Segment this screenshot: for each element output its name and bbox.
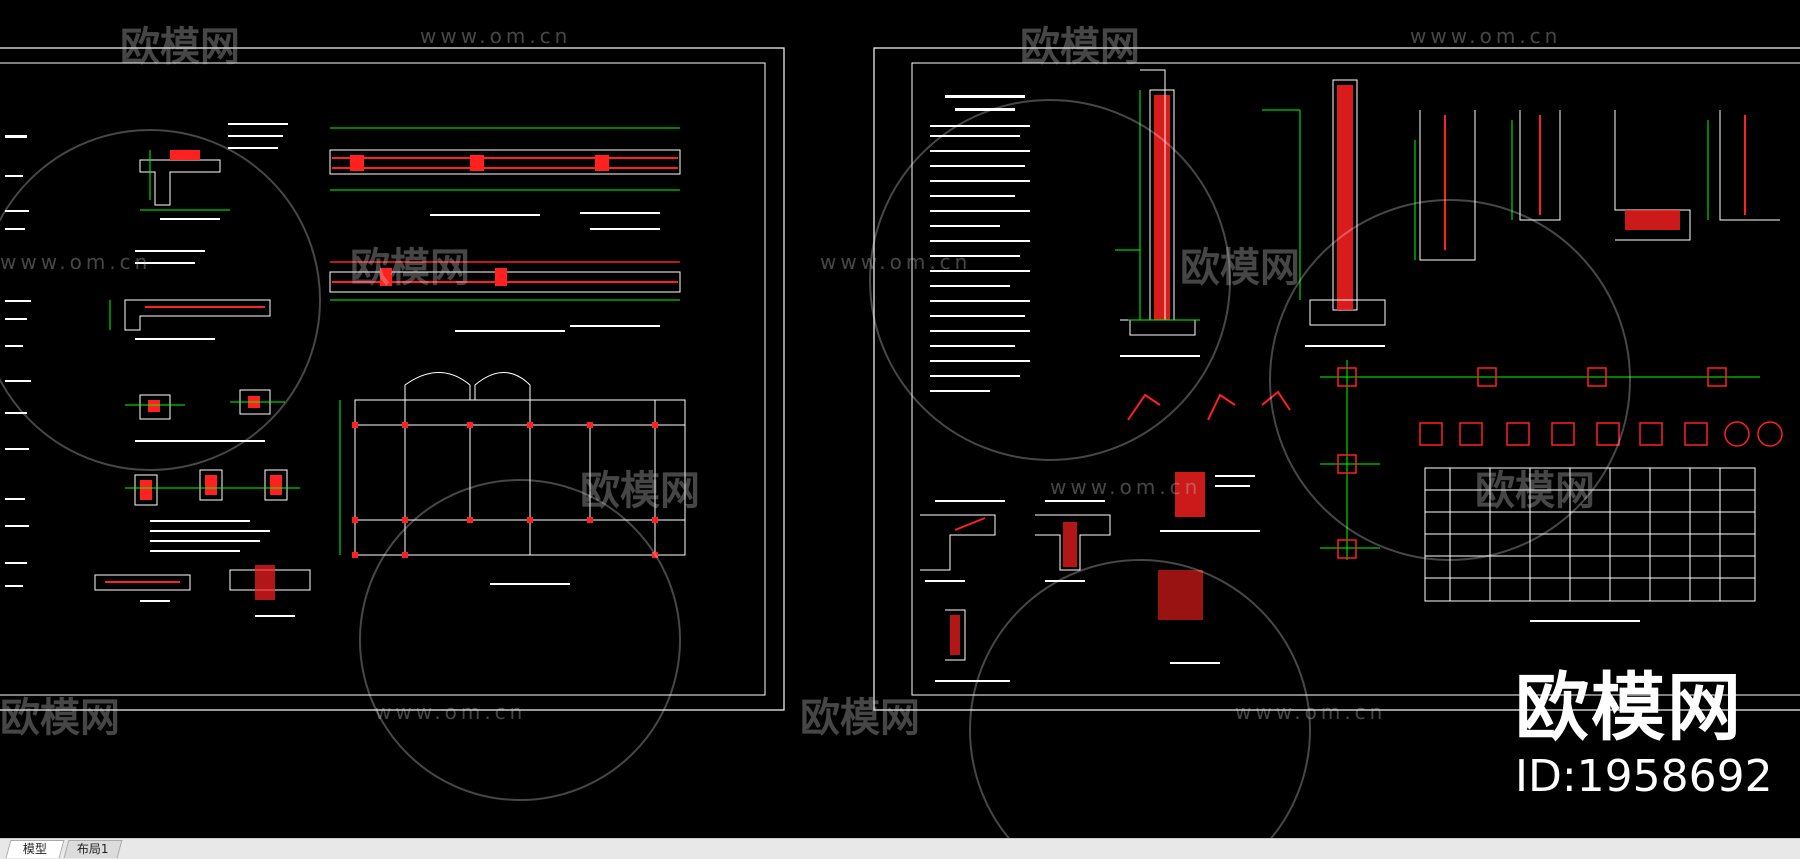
watermark-url: www.om.cn bbox=[0, 250, 152, 274]
left-notes bbox=[5, 135, 31, 587]
beam-detail-2 bbox=[109, 250, 271, 340]
brand-name: 欧模网 bbox=[1515, 665, 1743, 751]
cad-model-space[interactable]: 欧模网 www.om.cn 欧模网 www.om.cn www.om.cn 欧模… bbox=[0, 0, 1800, 838]
bottom-details bbox=[94, 565, 311, 617]
watermark-url: www.om.cn bbox=[1410, 24, 1562, 48]
watermark-url: www.om.cn bbox=[1050, 475, 1202, 499]
beam-elevation-1 bbox=[329, 127, 681, 230]
watermark-logo: 欧模网 bbox=[120, 24, 240, 70]
brand-id: ID:1958692 bbox=[1515, 751, 1773, 802]
schedule-table bbox=[1424, 467, 1756, 602]
column-section-types bbox=[1419, 421, 1783, 447]
tab-model[interactable]: 模型 bbox=[5, 840, 65, 858]
column-elevation-2 bbox=[1262, 79, 1386, 347]
watermark-url: www.om.cn bbox=[420, 24, 572, 48]
beam-detail-1 bbox=[139, 123, 288, 220]
tab-layout1[interactable]: 布局1 bbox=[63, 840, 123, 858]
watermark-logo: 欧模网 bbox=[1475, 468, 1595, 514]
watermark-logo: 欧模网 bbox=[0, 695, 120, 741]
column-layout-grid bbox=[1320, 360, 1760, 560]
structural-plan bbox=[354, 372, 686, 556]
watermark-logo: 欧模网 bbox=[580, 468, 700, 514]
watermark-logo: 欧模网 bbox=[800, 695, 920, 741]
column-elevation-1 bbox=[1115, 89, 1200, 357]
tab-model-label: 模型 bbox=[22, 842, 47, 856]
column-footing-details bbox=[1419, 110, 1780, 261]
watermarks bbox=[0, 99, 1631, 838]
wall-corner-details bbox=[920, 500, 1111, 682]
rebar-hooks bbox=[1127, 390, 1291, 421]
brand-badge: 欧模网 ID:1958692 bbox=[1515, 668, 1785, 802]
plan-columns bbox=[352, 422, 658, 558]
right-sheet bbox=[873, 47, 1800, 711]
watermark-url: www.om.cn bbox=[375, 700, 527, 724]
beam-elevation-2 bbox=[329, 261, 681, 332]
column-footing-rebar bbox=[1414, 115, 1746, 260]
watermark-logo: 欧模网 bbox=[1180, 245, 1300, 291]
layout-tab-bar: 模型 布局1 bbox=[0, 838, 1800, 859]
column-sections bbox=[125, 469, 300, 552]
left-sheet bbox=[0, 47, 785, 711]
tab-layout1-label: 布局1 bbox=[77, 842, 109, 856]
watermark-logo: 欧模网 bbox=[1020, 24, 1140, 70]
design-notes bbox=[930, 95, 1030, 392]
stirrup-detail bbox=[1158, 472, 1260, 664]
cad-drawing bbox=[0, 47, 1800, 838]
watermark-url: www.om.cn bbox=[1235, 700, 1387, 724]
watermark-url: www.om.cn bbox=[820, 250, 972, 274]
watermark-logo: 欧模网 bbox=[350, 245, 470, 291]
joint-detail bbox=[125, 389, 285, 442]
footing-elevation-detail bbox=[1120, 69, 1200, 321]
